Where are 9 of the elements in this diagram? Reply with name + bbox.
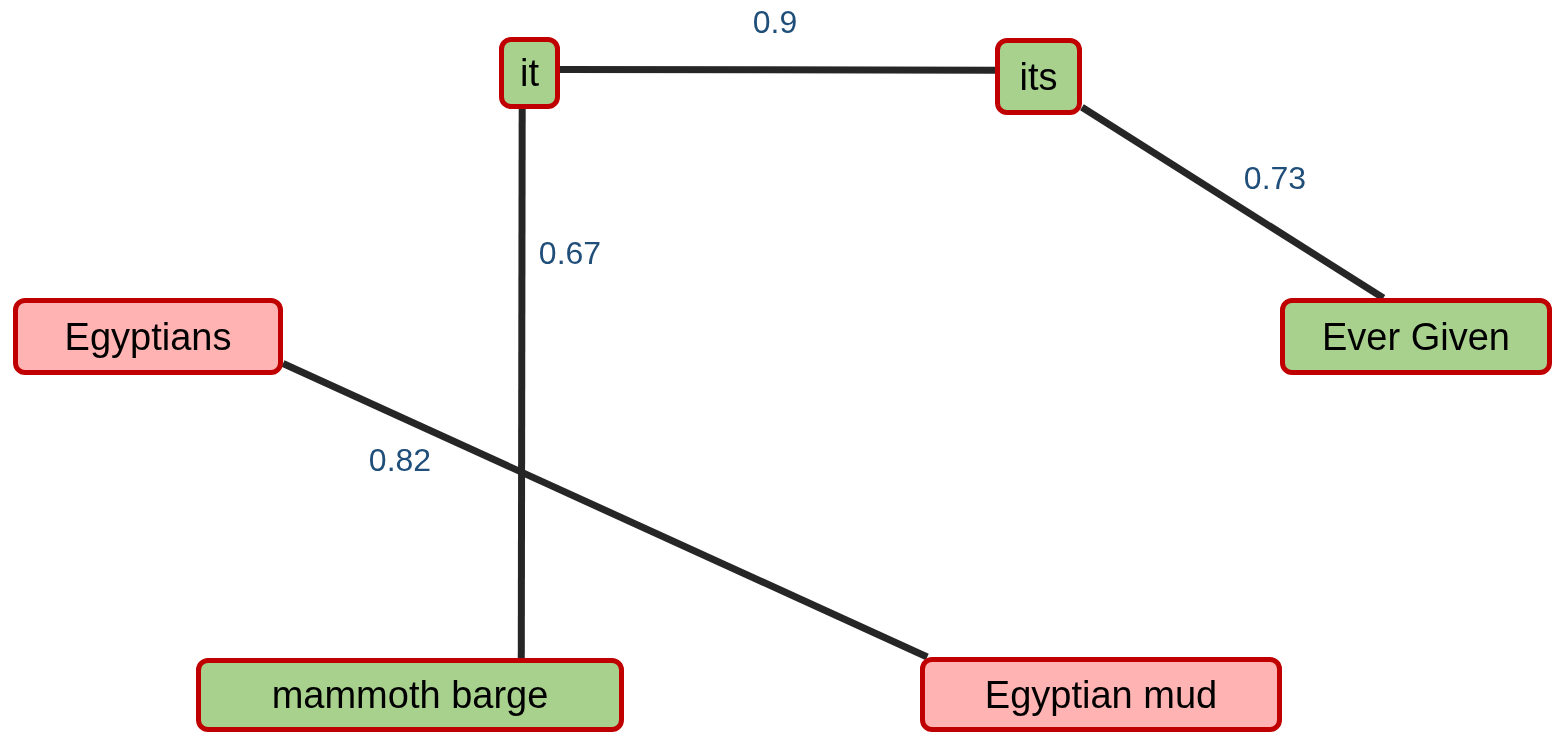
- term-box: its: [995, 38, 1082, 115]
- term-box: Egyptian mud: [920, 657, 1282, 732]
- connector-line: [281, 360, 929, 661]
- connector-line: [517, 109, 526, 658]
- connector-line: [560, 65, 995, 74]
- term-box: Egyptians: [13, 298, 283, 375]
- term-box: mammoth barge: [196, 658, 624, 732]
- term-box: it: [499, 37, 560, 109]
- term-box: Ever Given: [1280, 298, 1552, 375]
